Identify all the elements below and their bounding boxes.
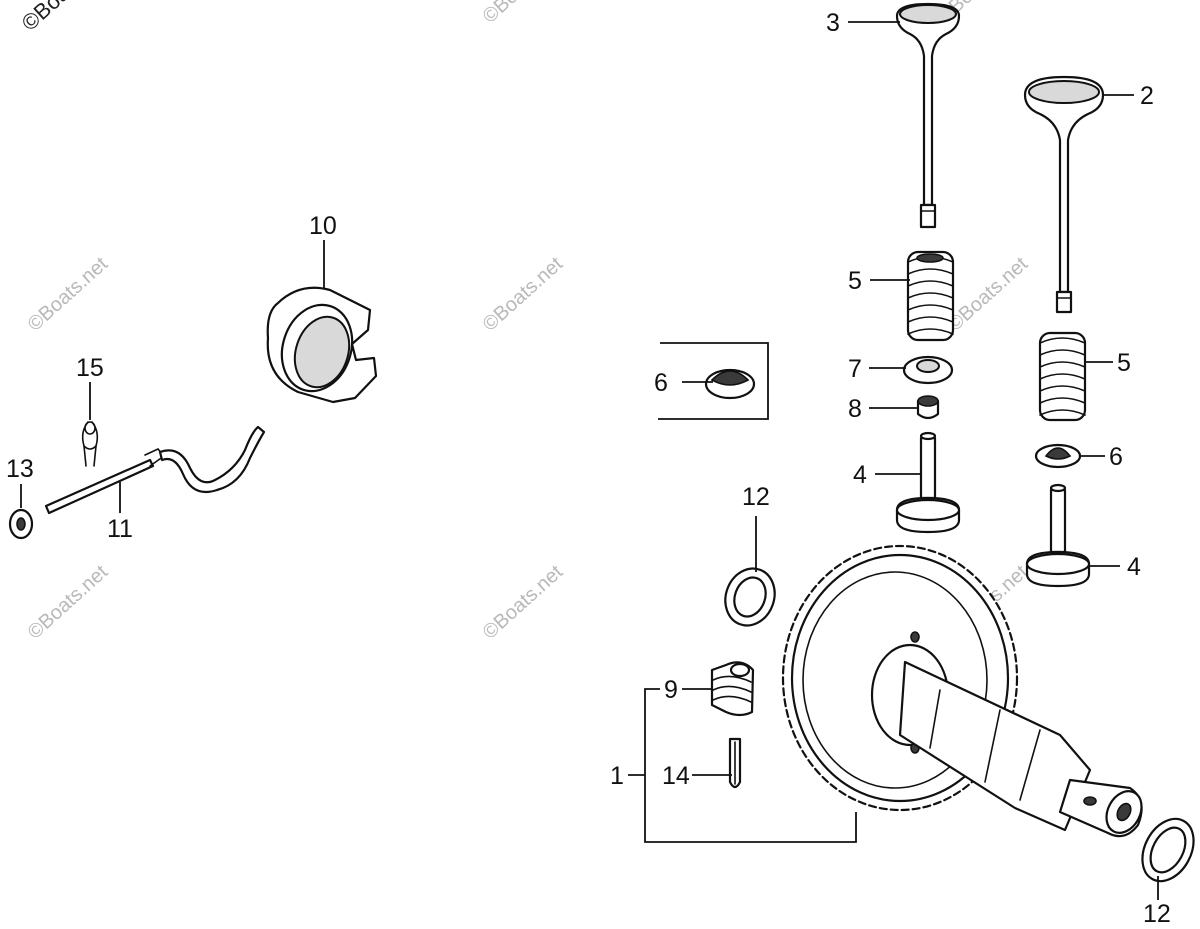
- part-5-valve-spring-right: [1038, 331, 1087, 422]
- part-6-retainer-boxed: [658, 342, 769, 420]
- part-8-collar: [916, 395, 940, 420]
- callout-5-right: 5: [1117, 349, 1131, 377]
- part-4-tappet-upper: [895, 431, 961, 534]
- part-12-washer-left: [724, 567, 776, 627]
- part-13-washer: [8, 508, 34, 540]
- watermark-corner: ©Boats.net: [17, 0, 115, 36]
- part-6-retainer-right: [1034, 443, 1082, 469]
- part-7-spring-retainer: [902, 355, 954, 385]
- callout-12-left: 12: [742, 483, 770, 511]
- callout-11: 11: [107, 515, 133, 543]
- watermark-tile: ©Boats.net: [479, 561, 568, 644]
- part-10-guide: [266, 286, 378, 404]
- callout-8: 8: [848, 395, 862, 423]
- part-2-valve: [1023, 75, 1105, 314]
- watermark-tile: ©Boats.net: [944, 253, 1033, 336]
- callout-12-right: 12: [1143, 900, 1171, 928]
- callout-3: 3: [826, 9, 840, 37]
- callout-6-boxed: 6: [654, 369, 668, 397]
- callout-labels: 1 2 3 4 4 5 5 6 6 7 8 9 10 11 12 12 13 1…: [6, 9, 1171, 928]
- callout-1: 1: [610, 762, 624, 790]
- part-3-valve: [895, 2, 961, 229]
- callout-6-right: 6: [1109, 443, 1123, 471]
- callout-7: 7: [848, 355, 862, 383]
- watermark-tile: ©Boats.net: [479, 253, 568, 336]
- callout-13: 13: [6, 455, 34, 483]
- callout-2: 2: [1140, 82, 1154, 110]
- part-9-weight: [710, 661, 755, 717]
- watermark-tile: ©Boats.net: [24, 561, 113, 644]
- part-15-clip: [81, 421, 99, 467]
- callout-10: 10: [309, 212, 337, 240]
- watermark-tile: ©Boats.net: [479, 0, 568, 28]
- callout-9: 9: [664, 676, 678, 704]
- part-11-rod: [44, 425, 266, 515]
- callout-15: 15: [76, 354, 104, 382]
- part-5-valve-spring-upper: [906, 250, 955, 342]
- part-12-washer-right: [1141, 817, 1195, 883]
- part-14-pin: [728, 737, 742, 789]
- callout-4-right: 4: [1127, 553, 1141, 581]
- part-1-camshaft: [781, 544, 1143, 838]
- callout-5-upper: 5: [848, 267, 862, 295]
- watermark-tile: ©Boats.net: [24, 253, 113, 336]
- callout-4-upper: 4: [853, 461, 867, 489]
- leader-lines: [20, 21, 1159, 900]
- callout-14: 14: [662, 762, 690, 790]
- part-4-tappet-right: [1025, 483, 1091, 588]
